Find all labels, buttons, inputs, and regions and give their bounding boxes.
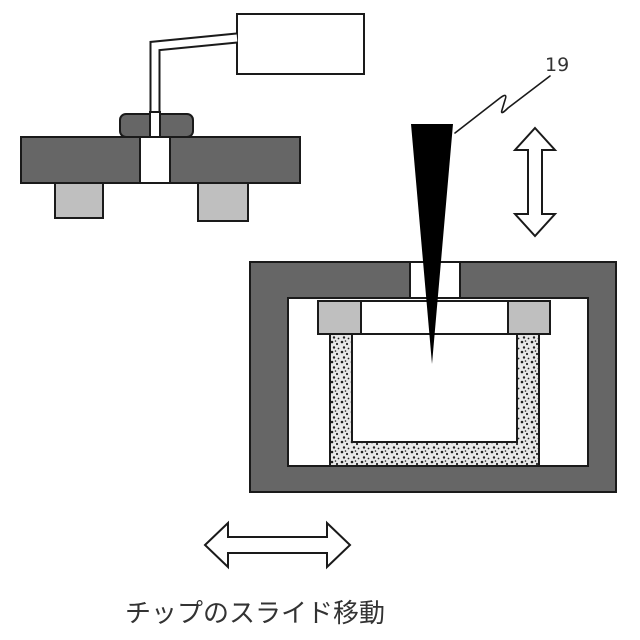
- controller-box: [237, 14, 364, 74]
- upper-port: [140, 137, 170, 183]
- right-block: [508, 301, 550, 334]
- reference-number: 19: [545, 54, 569, 76]
- double-arrow-vertical-icon: [515, 128, 555, 236]
- upper-left-assembly: [21, 14, 364, 221]
- left-foot: [55, 183, 103, 218]
- double-arrow-horizontal-icon: [205, 523, 350, 567]
- right-foot: [198, 183, 248, 221]
- caption: チップのスライド移動: [125, 599, 385, 629]
- leader-line: [455, 76, 550, 133]
- left-block: [318, 301, 361, 334]
